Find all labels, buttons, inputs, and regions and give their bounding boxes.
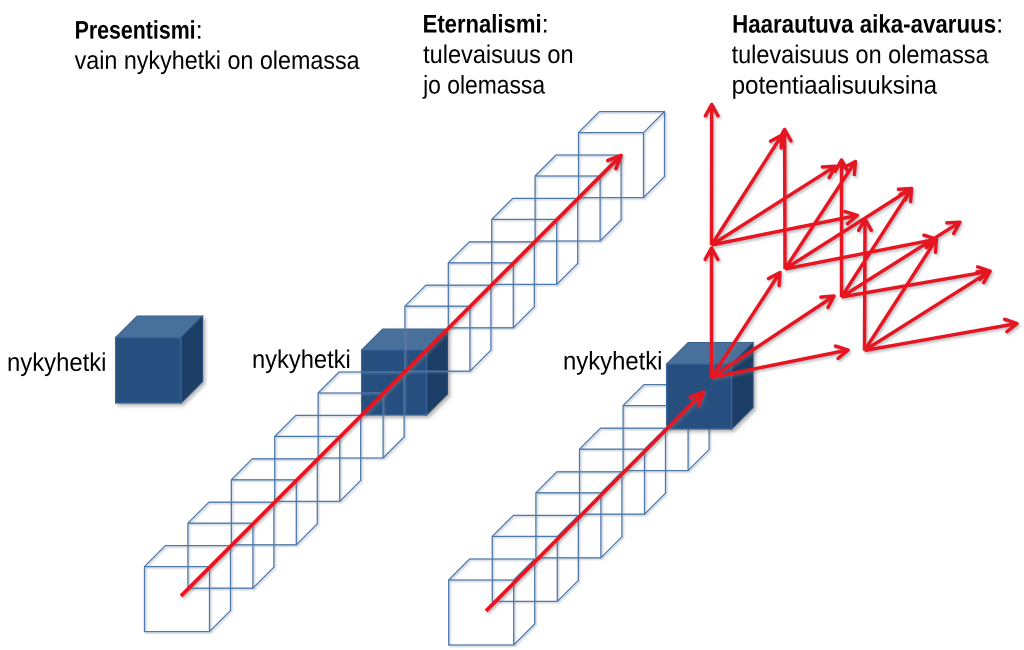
- svg-text:Presentismi:: Presentismi:: [75, 17, 203, 45]
- svg-text:potentiaalisuuksina: potentiaalisuuksina: [732, 72, 938, 100]
- svg-text:nykyhetki: nykyhetki: [252, 346, 351, 374]
- svg-text:tulevaisuus on olemassa: tulevaisuus on olemassa: [732, 41, 990, 69]
- svg-text:jo olemassa: jo olemassa: [422, 71, 546, 99]
- svg-text:tulevaisuus on: tulevaisuus on: [423, 41, 574, 69]
- svg-text:nykyhetki: nykyhetki: [7, 349, 107, 377]
- svg-text:nykyhetki: nykyhetki: [563, 348, 663, 376]
- svg-text:vain nykyhetki on olemassa: vain nykyhetki on olemassa: [75, 47, 361, 75]
- svg-text:Eternalismi:: Eternalismi:: [423, 10, 549, 38]
- svg-text:Haarautuva aika-avaruus:: Haarautuva aika-avaruus:: [732, 11, 1003, 39]
